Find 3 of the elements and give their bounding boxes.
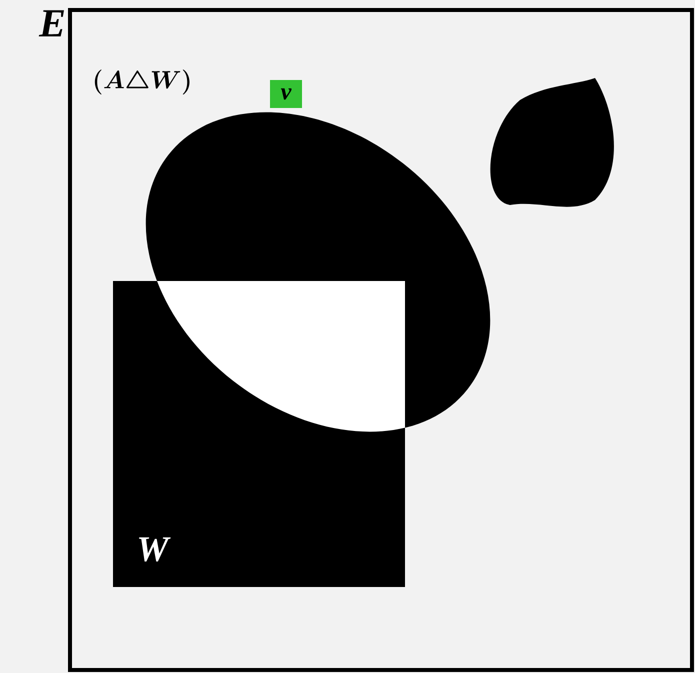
node-label: E: [38, 10, 64, 36]
subscript-highlight: v: [270, 80, 302, 108]
set-expression: $(A \triangle W)$: [94, 70, 190, 94]
